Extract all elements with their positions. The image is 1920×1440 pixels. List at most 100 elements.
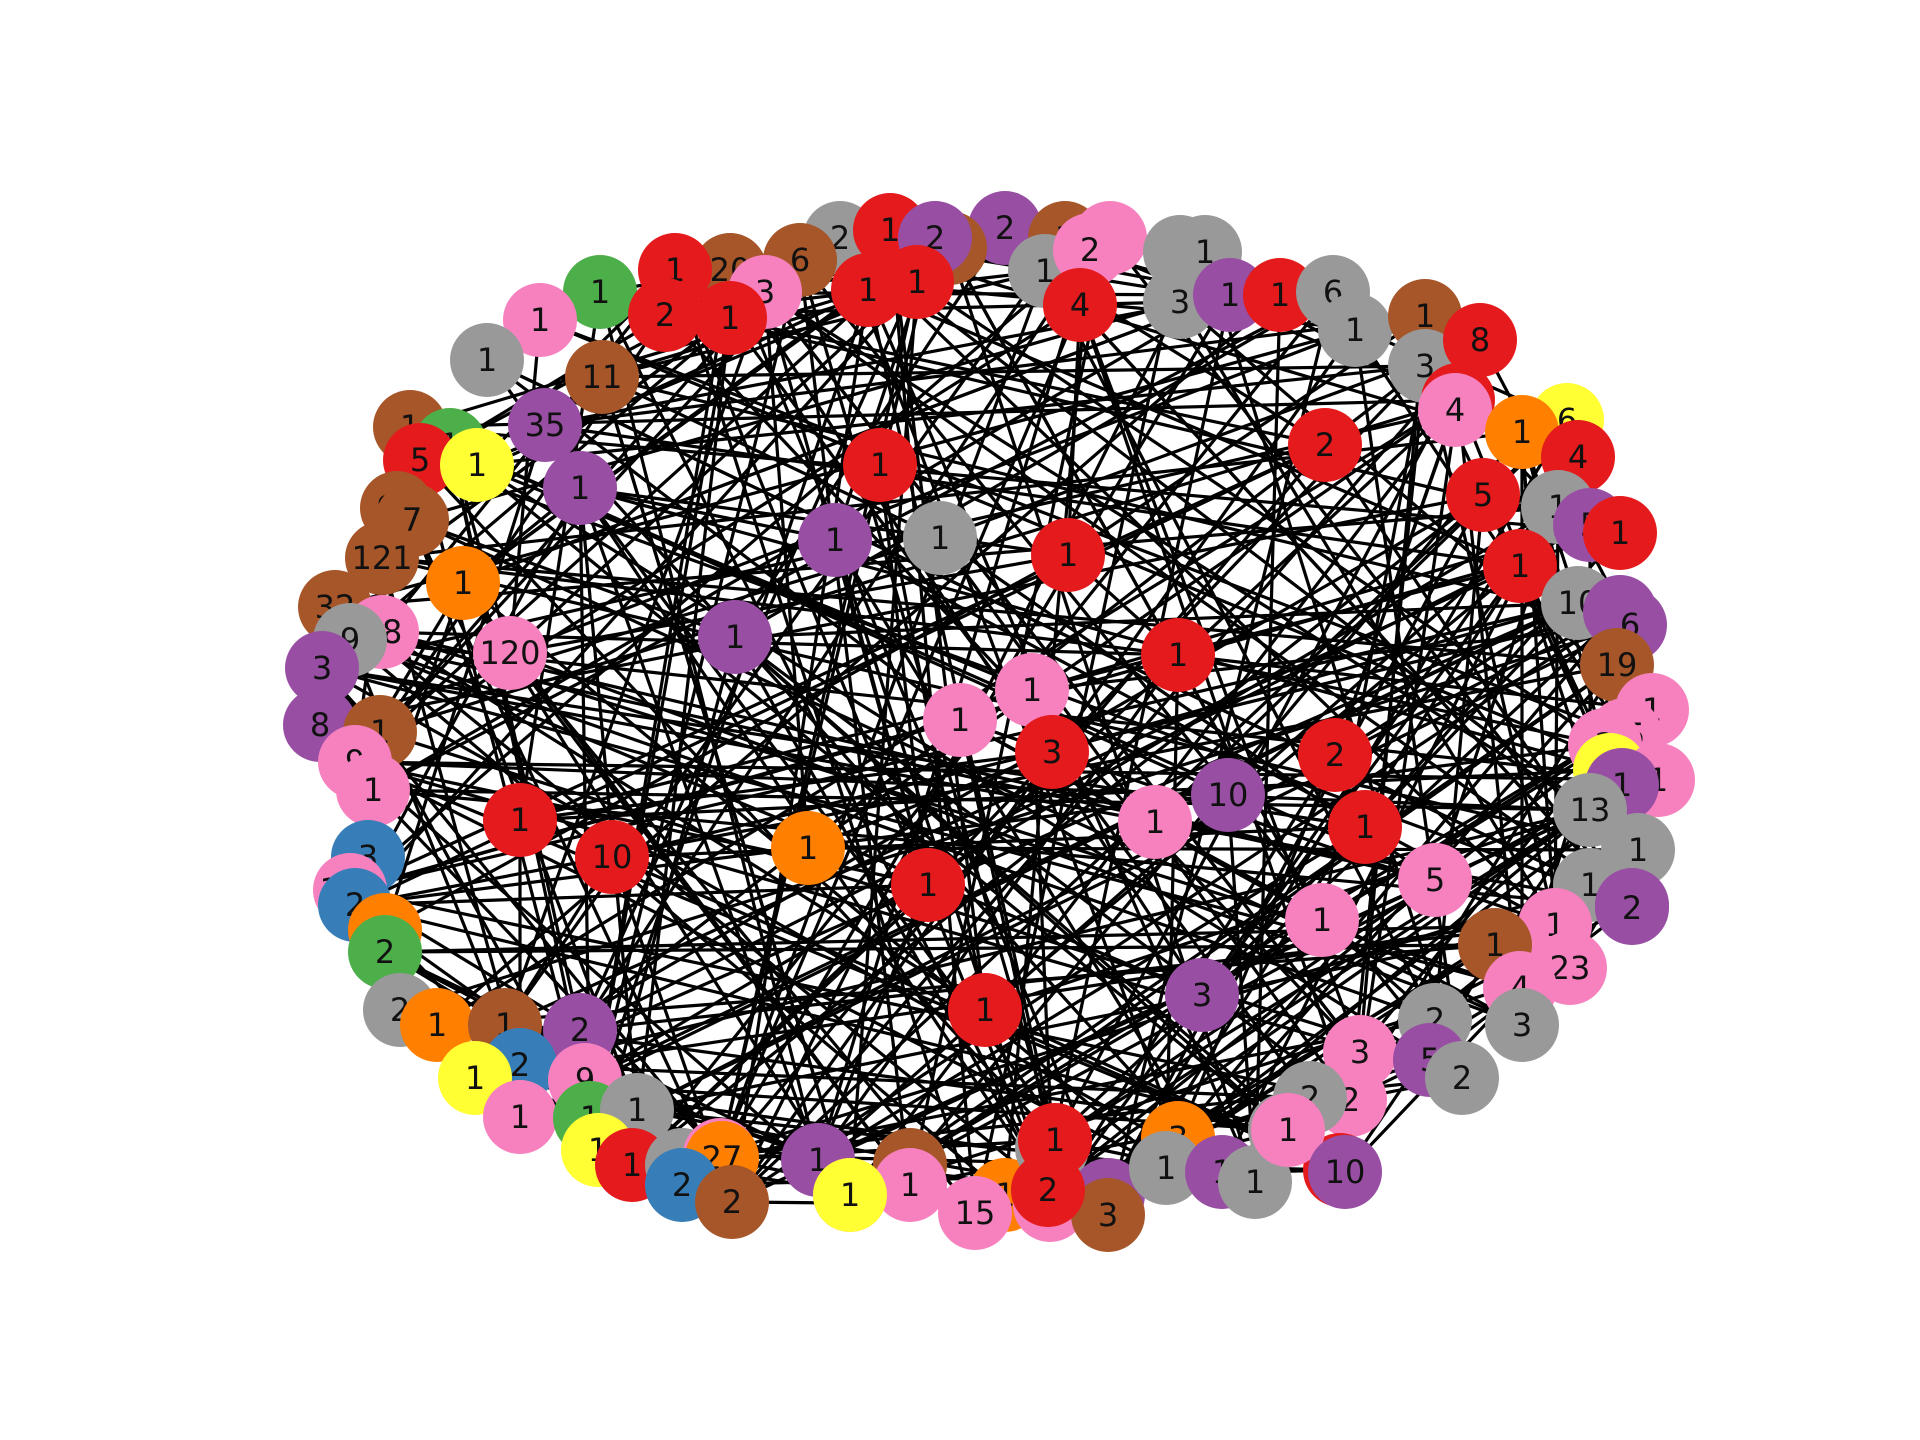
graph-node-circle xyxy=(1485,988,1559,1062)
graph-node-label: 11 xyxy=(582,358,623,396)
graph-node-circle xyxy=(563,255,637,329)
graph-node-circle xyxy=(1031,518,1105,592)
graph-edge xyxy=(611,825,1366,859)
graph-node: 1 xyxy=(336,753,410,827)
graph-node-circle xyxy=(345,521,419,595)
graph-node: 1 xyxy=(1285,883,1359,957)
graph-node-label: 2 xyxy=(1622,889,1642,927)
graph-node: 1 xyxy=(798,503,872,577)
graph-node: 15 xyxy=(938,1176,1012,1250)
graph-node-circle xyxy=(565,340,639,414)
graph-node-label: 1 xyxy=(530,301,550,339)
graph-node: 1 xyxy=(543,451,617,525)
graph-node: 1 xyxy=(426,546,500,620)
graph-node-circle xyxy=(1043,268,1117,342)
graph-node-label: 19 xyxy=(1597,646,1638,684)
graph-node-label: 1 xyxy=(622,1146,642,1184)
graph-node-label: 2 xyxy=(1452,1059,1472,1097)
graph-edge xyxy=(611,610,1621,859)
graph-node-label: 23 xyxy=(1550,949,1591,987)
graph-node: 1 xyxy=(1328,790,1402,864)
graph-node-circle xyxy=(1285,883,1359,957)
graph-node-label: 2 xyxy=(570,1011,590,1049)
graph-node-label: 3 xyxy=(1042,733,1062,771)
graph-node-label: 1 xyxy=(1145,803,1165,841)
graph-edge xyxy=(508,319,542,654)
graph-node: 1 xyxy=(450,323,524,397)
graph-node: 8 xyxy=(1443,303,1517,377)
graph-node-label: 1 xyxy=(1022,671,1042,709)
graph-edge xyxy=(1108,237,1634,909)
graph-node-circle xyxy=(1483,529,1557,603)
graph-node-label: 13 xyxy=(1570,791,1611,829)
graph-node-circle xyxy=(1398,843,1472,917)
graph-node-circle xyxy=(628,278,702,352)
graph-edge xyxy=(1106,494,1485,1196)
graph-node-circle xyxy=(1418,373,1492,447)
graph-node-circle xyxy=(450,323,524,397)
graph-edge xyxy=(1031,623,1631,692)
graph-node-circle xyxy=(543,451,617,525)
graph-node: 2 xyxy=(1288,408,1362,482)
graph-node: 3 xyxy=(1485,988,1559,1062)
graph-node: 1 xyxy=(948,973,1022,1047)
graph-node-label: 3 xyxy=(1350,1033,1370,1071)
graph-node-label: 120 xyxy=(479,634,540,672)
graph-node: 3 xyxy=(1165,958,1239,1032)
graph-edge xyxy=(839,236,1591,812)
graph-node-label: 1 xyxy=(1270,276,1290,314)
graph-node-circle xyxy=(1288,408,1362,482)
graph-node-label: 2 xyxy=(722,1183,742,1221)
graph-node-circle xyxy=(948,973,1022,1047)
graph-node-label: 121 xyxy=(351,539,412,577)
graph-node: 1 xyxy=(400,988,474,1062)
graph-node-circle xyxy=(891,848,965,922)
graph-node-label: 1 xyxy=(453,564,473,602)
graph-edge xyxy=(764,290,1633,907)
graph-node: 10 xyxy=(1308,1135,1382,1209)
graph-node-label: 3 xyxy=(1512,1006,1532,1044)
graph-node: 1 xyxy=(483,1080,557,1154)
graph-node: 4 xyxy=(1043,268,1117,342)
graph-node-label: 5 xyxy=(1473,476,1493,514)
graph-node: 1 xyxy=(891,848,965,922)
graph-edge xyxy=(349,638,1203,997)
graph-node-label: 1 xyxy=(427,1006,447,1044)
graph-edge xyxy=(383,424,547,931)
graph-node: 1 xyxy=(880,245,954,319)
graph-node: 1 xyxy=(771,811,845,885)
graph-node: 1 xyxy=(1458,908,1532,982)
graph-node: 3 xyxy=(285,631,359,705)
graph-node-label: 1 xyxy=(1415,297,1435,335)
graph-node-circle xyxy=(1595,871,1669,945)
graph-node-circle xyxy=(1165,958,1239,1032)
graph-node: 1 xyxy=(1318,293,1392,367)
graph-node: 1 xyxy=(693,281,767,355)
graph-edge xyxy=(1353,329,1627,736)
graph-edge xyxy=(833,539,1224,1173)
graph-edge xyxy=(509,651,1523,1027)
graph-node-label: 1 xyxy=(1058,536,1078,574)
graph-edge xyxy=(733,635,1287,1132)
graph-node: 1 xyxy=(813,1158,887,1232)
graph-edge xyxy=(1054,878,1436,1142)
graph-edge xyxy=(354,903,1289,1132)
graph-node: 3 xyxy=(1071,1178,1145,1252)
graph-node-label: 2 xyxy=(995,209,1015,247)
graph-node-label: 1 xyxy=(1195,233,1215,271)
graph-node-label: 1 xyxy=(1485,926,1505,964)
graph-node-label: 1 xyxy=(720,299,740,337)
graph-edge xyxy=(508,651,977,1215)
graph-node: 11 xyxy=(565,340,639,414)
graph-node-label: 1 xyxy=(1156,1149,1176,1187)
graph-edge xyxy=(1334,601,1579,757)
graph-node: 1 xyxy=(995,653,1069,727)
graph-node-circle xyxy=(508,388,582,462)
graph-node: 1 xyxy=(1243,258,1317,332)
graph-node-circle xyxy=(1118,785,1192,859)
graph-node-circle xyxy=(843,428,917,502)
graph-node-circle xyxy=(923,683,997,757)
graph-node-circle xyxy=(503,283,577,357)
graph-node-circle xyxy=(1251,1093,1325,1167)
